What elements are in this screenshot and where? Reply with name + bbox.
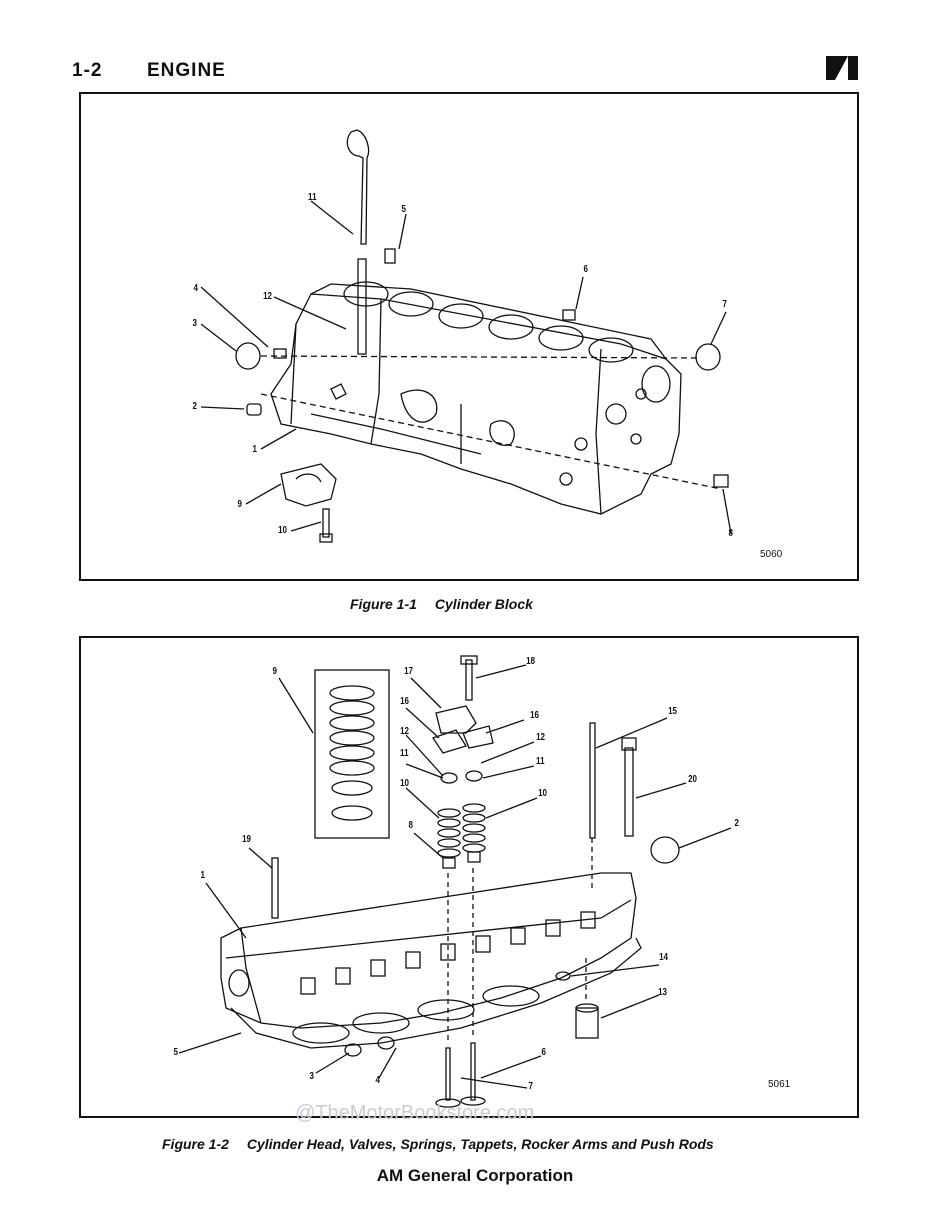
callout-9: 9	[237, 499, 243, 510]
callout-8: 8	[728, 528, 734, 539]
callout-13: 13	[658, 987, 668, 998]
main-bearing-cap	[280, 463, 337, 507]
callout-19: 19	[242, 834, 252, 845]
tappet	[575, 1007, 599, 1039]
plug-5	[384, 248, 396, 264]
cap-bolt	[322, 508, 330, 538]
callout-2: 2	[192, 401, 198, 412]
callout-16: 16	[530, 710, 540, 721]
cylinder-head-illustration	[178, 655, 732, 1108]
callout-3: 3	[309, 1071, 315, 1082]
callout-20: 20	[688, 774, 698, 785]
valve-intake	[445, 1047, 451, 1101]
figure-1-1-number: Figure 1-1	[350, 596, 417, 612]
expansion-plug-left	[235, 342, 261, 370]
callout-11: 11	[400, 748, 409, 759]
footer-publisher: AM General Corporation	[376, 1166, 574, 1185]
valve-spring-left	[437, 808, 461, 858]
valve-seal-left	[442, 857, 456, 869]
callout-10: 10	[400, 778, 410, 789]
callout-8: 8	[408, 820, 414, 831]
head-gasket	[230, 937, 642, 1049]
section-title: ENGINE	[147, 60, 226, 81]
callout-5: 5	[173, 1047, 179, 1058]
callout-4: 4	[193, 283, 199, 294]
callout-2: 2	[734, 818, 740, 829]
valve-seal-right	[467, 851, 481, 863]
figure-1-2-caption: Figure 1-2 Cylinder Head, Valves, Springs…	[162, 1136, 714, 1152]
section-number: 1-2	[72, 60, 103, 81]
callout-1: 1	[200, 870, 206, 881]
valve-spring-right	[462, 803, 486, 853]
dipstick	[346, 129, 370, 245]
callout-10: 10	[538, 788, 548, 799]
callout-12: 12	[263, 291, 273, 302]
callout-11: 11	[308, 192, 317, 203]
watermark: @TheMotorBookstore.com	[295, 1102, 535, 1124]
cylinder-head	[220, 872, 637, 1029]
figure-1-2-number: Figure 1-2	[162, 1136, 229, 1152]
pipe-plug	[273, 348, 287, 359]
callout-10: 10	[278, 525, 288, 536]
plug-6	[562, 309, 576, 321]
plug-8	[713, 474, 729, 488]
callout-16: 16	[400, 696, 410, 707]
callout-6: 6	[583, 264, 589, 275]
callout-17: 17	[404, 666, 414, 677]
figure-ref-number: 5061	[768, 1079, 791, 1090]
callout-15: 15	[668, 706, 678, 717]
publisher-logo	[826, 56, 858, 80]
callout-3: 3	[192, 318, 198, 329]
valve-exhaust	[470, 1042, 476, 1101]
dowel	[246, 403, 262, 416]
figure-1-1-title: Cylinder Block	[434, 596, 533, 612]
callout-1: 1	[252, 444, 258, 455]
engine-block	[270, 293, 682, 515]
figure-1-2-frame: 9 17 18 16 16 12 12 11 11 15 10 10 20 8 …	[79, 636, 859, 1118]
spring-inset-box	[314, 669, 390, 839]
rocker-arm-left	[431, 729, 468, 754]
figure-ref-number: 5060	[760, 549, 783, 560]
callout-12: 12	[400, 726, 410, 737]
callout-7: 7	[528, 1081, 534, 1092]
figure-1-1-frame: 11 5 6 7 4 12 3 2 1 9 10 8 5060	[79, 92, 859, 581]
callout-14: 14	[659, 952, 669, 963]
bridge-bolt	[465, 659, 473, 701]
retainer-clip	[555, 971, 571, 981]
callout-7: 7	[722, 299, 728, 310]
head-bolt	[624, 747, 634, 837]
callout-4: 4	[375, 1075, 381, 1086]
callout-11: 11	[536, 756, 545, 767]
push-rod	[589, 722, 596, 839]
cylinder-block-illustration	[200, 129, 732, 543]
rocker-arm-right	[462, 725, 494, 749]
callout-12: 12	[536, 732, 546, 743]
figure-1-2-title: Cylinder Head, Valves, Springs, Tappets,…	[246, 1136, 714, 1152]
rocker-stud	[271, 857, 279, 919]
rocker-bridge	[435, 705, 477, 734]
callout-5: 5	[401, 204, 407, 215]
figure-1-1-caption: Figure 1-1 Cylinder Block	[350, 596, 533, 612]
expansion-plug-right	[695, 343, 721, 371]
callout-18: 18	[526, 656, 536, 667]
expansion-plug-head	[650, 836, 680, 864]
callout-6: 6	[541, 1047, 547, 1058]
callout-9: 9	[272, 666, 278, 677]
